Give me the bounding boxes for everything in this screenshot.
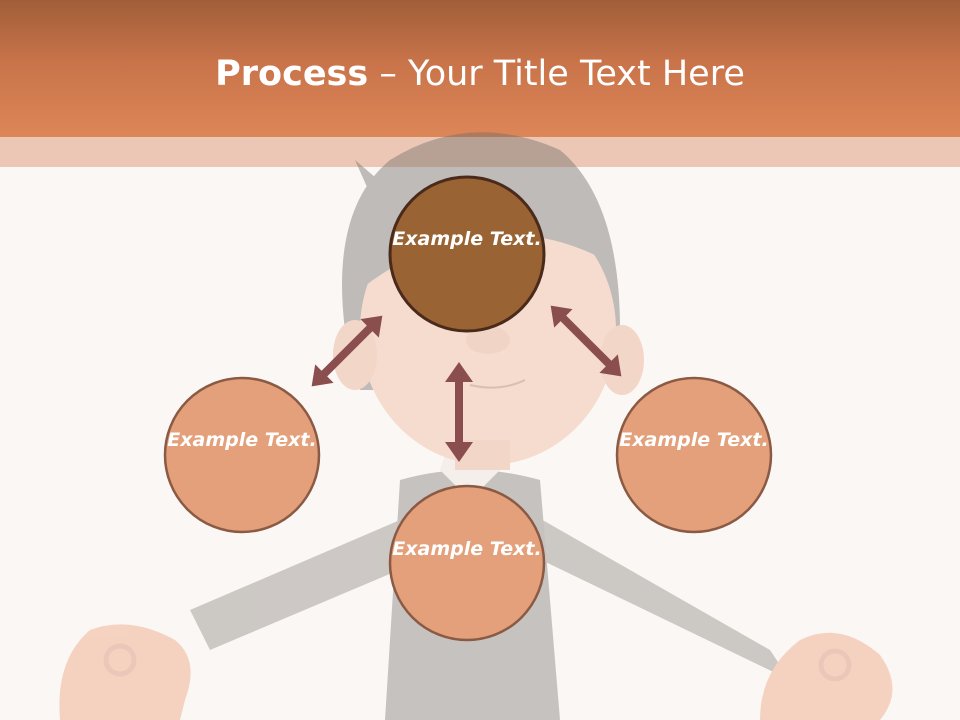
arrow-left-diagonal [311, 315, 383, 387]
slide-title: Process – Your Title Text Here [0, 52, 960, 96]
arrow-right-diagonal [550, 305, 622, 377]
node-right-label: Example Text. [619, 429, 769, 451]
title-rest: – Your Title Text Here [368, 54, 745, 94]
title-bold: Process [215, 54, 369, 94]
node-bottom-circle [388, 484, 546, 642]
header-band [0, 137, 960, 167]
node-bottom-label: Example Text. [392, 538, 542, 560]
header-bar [0, 0, 960, 137]
node-left-circle [163, 376, 321, 534]
node-top-label: Example Text. [392, 228, 542, 250]
arrow-vertical [445, 362, 473, 462]
node-top-circle [388, 175, 546, 333]
node-left-label: Example Text. [167, 429, 317, 451]
node-right-circle [615, 376, 773, 534]
connector-arrows [311, 305, 622, 462]
